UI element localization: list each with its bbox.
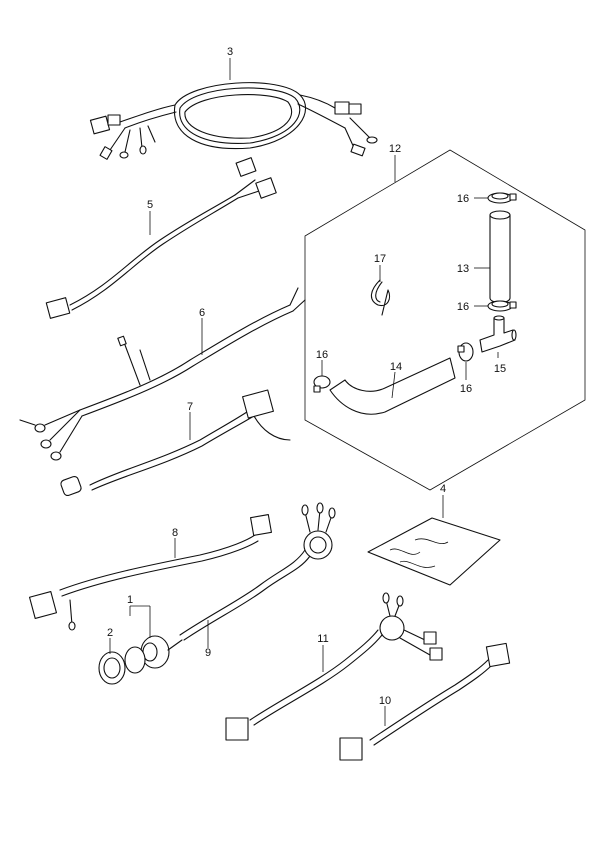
callout-7: 7	[187, 401, 193, 413]
part-14-hose-bent	[329, 357, 456, 415]
callout-16-mid: 16	[457, 301, 469, 313]
callout-4: 4	[440, 483, 446, 495]
callout-5: 5	[147, 199, 153, 211]
callout-10: 10	[379, 695, 391, 707]
callout-6: 6	[199, 307, 205, 319]
part-6-harness	[19, 287, 306, 461]
callout-2: 2	[107, 627, 113, 639]
callout-13: 13	[457, 263, 469, 275]
part-2-cap	[98, 646, 146, 685]
callout-11: 11	[317, 633, 328, 645]
part-17-clip	[370, 279, 391, 316]
leader-lines	[109, 58, 499, 726]
part-12-kit-outline	[304, 149, 586, 491]
part-4-bag	[367, 517, 501, 586]
part-3-main-harness	[89, 82, 378, 160]
part-8-harness	[28, 514, 272, 631]
callout-14: 14	[390, 361, 402, 373]
part-16-clamp-left	[313, 375, 331, 393]
callout-16-right: 16	[460, 383, 472, 395]
callout-8: 8	[172, 527, 178, 539]
part-16-clamp-top	[487, 192, 517, 204]
callout-1: 1	[127, 594, 133, 606]
callout-17: 17	[374, 253, 386, 265]
part-7-harness	[60, 389, 291, 497]
callout-12: 12	[389, 143, 401, 155]
part-9-harness	[179, 502, 336, 641]
callout-9: 9	[205, 647, 211, 659]
callout-16-top: 16	[457, 193, 469, 205]
callout-3: 3	[227, 46, 233, 58]
callout-16-left: 16	[316, 349, 328, 361]
part-1-switch	[140, 635, 183, 669]
part-13-hose	[489, 210, 511, 304]
part-10-harness	[339, 642, 511, 761]
callout-15: 15	[494, 363, 506, 375]
part-16-clamp-mid	[487, 300, 517, 312]
part-16-clamp-right	[457, 342, 474, 362]
callout-labels: 3 12 16 5 17 13 16 6 16 14 15 16 7 4 8 1…	[107, 46, 506, 707]
part-15-t-fitting	[479, 315, 517, 353]
part-11-harness	[225, 592, 443, 741]
part-5-harness	[45, 157, 277, 319]
